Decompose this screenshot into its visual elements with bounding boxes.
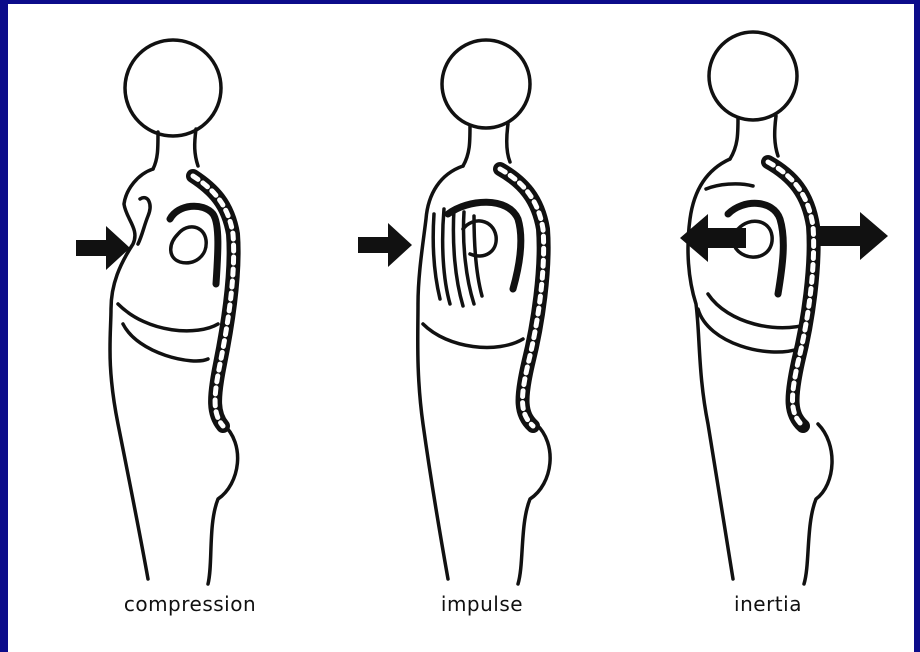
- compression-figure: [110, 40, 238, 584]
- head: [125, 40, 221, 136]
- right-arrow-icon: [358, 223, 412, 267]
- head: [442, 40, 530, 128]
- inertia-figure: [688, 32, 832, 584]
- impulse-figure: [418, 40, 550, 584]
- head: [709, 32, 797, 120]
- caption-compression: compression: [90, 592, 290, 616]
- heart: [171, 227, 206, 263]
- right-arrow-icon: [820, 212, 888, 260]
- diagram-canvas: compression impulse inertia: [8, 4, 914, 652]
- caption-impulse: impulse: [382, 592, 582, 616]
- caption-inertia: inertia: [668, 592, 868, 616]
- thorax-injury-figures: [8, 4, 914, 652]
